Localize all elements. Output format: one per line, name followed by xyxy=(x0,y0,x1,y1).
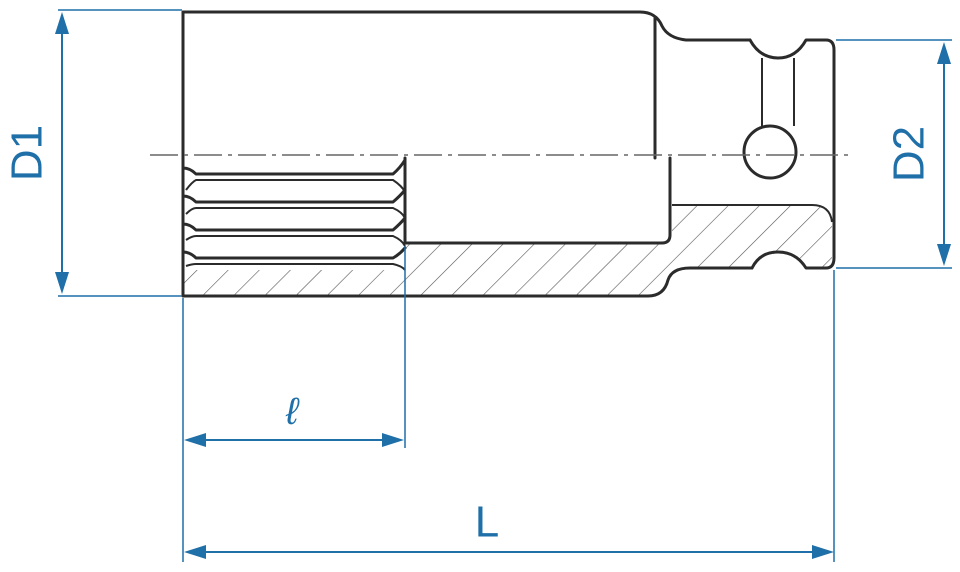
d2-label: D2 xyxy=(885,126,934,182)
dimension-d2: D2 xyxy=(885,42,951,266)
detent-ball xyxy=(742,124,798,180)
spline-profile xyxy=(181,158,407,271)
hatched-section xyxy=(183,205,832,296)
dimension-inner-length: ℓ xyxy=(184,391,404,447)
dimension-total-length: L xyxy=(184,498,834,559)
socket-outline xyxy=(181,10,836,298)
extension-lines xyxy=(58,9,952,562)
total-length-label: L xyxy=(475,498,499,547)
dimension-d1: D1 xyxy=(3,12,69,294)
inner-length-label: ℓ xyxy=(285,391,300,433)
d1-label: D1 xyxy=(3,125,52,181)
